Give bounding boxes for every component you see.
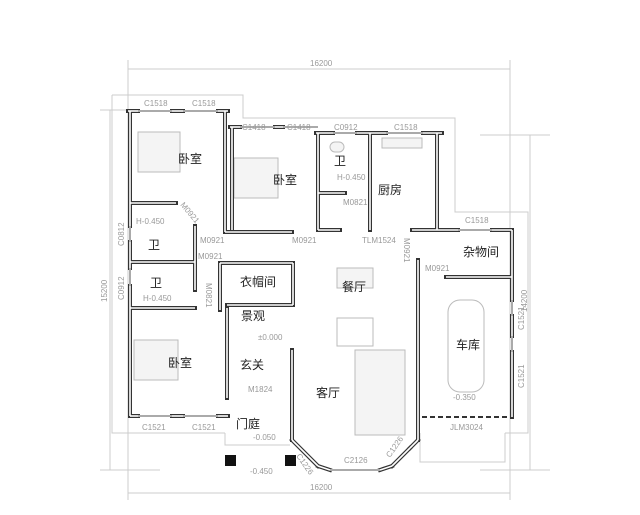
elevation-label: -0.350 (453, 393, 476, 402)
dimension-label: 16200 (310, 59, 333, 68)
door-label: M0921 (200, 236, 225, 245)
room-label: 厨房 (378, 182, 402, 197)
window-label: C0912 (334, 123, 358, 132)
stairs (336, 317, 374, 347)
room-label: 门庭 (236, 416, 260, 431)
window-label: C2126 (344, 456, 368, 465)
window-label: C1521 (142, 423, 166, 432)
toilet (329, 141, 345, 153)
dimension-label: 16200 (310, 483, 333, 492)
door-label: M0921 (198, 252, 223, 261)
door-label: M1824 (248, 385, 273, 394)
elevation-label: H-0.450 (337, 173, 366, 182)
room-label: 餐厅 (342, 279, 366, 294)
car (447, 299, 485, 393)
room-label: 玄关 (240, 357, 264, 372)
wall-inner (317, 465, 331, 471)
window-label: C1518 (144, 99, 168, 108)
elevation-label: H-0.450 (143, 294, 172, 303)
door-label: M0821 (343, 198, 368, 207)
room-label: 车库 (456, 337, 480, 352)
bed (233, 157, 279, 199)
window-label: C1518 (465, 216, 489, 225)
window-label: C1518 (192, 99, 216, 108)
window-label: C1521 (192, 423, 216, 432)
door-label: JLM3024 (450, 423, 483, 432)
door-label: M0821 (204, 283, 213, 308)
room-label: 卫 (148, 238, 160, 252)
elevation-label: -0.050 (253, 433, 276, 442)
dimension-label: 14200 (520, 289, 529, 312)
room-label: 客厅 (316, 385, 340, 400)
column (285, 455, 296, 466)
room-label: 卧室 (178, 151, 202, 166)
window-label: C1521 (517, 364, 526, 388)
door-label: TLM1524 (362, 236, 396, 245)
furniture (133, 131, 485, 436)
window-label: C1226 (294, 452, 315, 477)
bed (133, 339, 179, 381)
room-label: 卧室 (273, 172, 297, 187)
wall-inner (291, 439, 319, 467)
column (225, 455, 236, 466)
elevation-label: H-0.450 (136, 217, 165, 226)
door-label: M0921 (402, 238, 411, 263)
window-label: C0812 (117, 222, 126, 246)
window-label: C1521 (517, 306, 526, 330)
kitchen-counter (381, 137, 423, 149)
door-label: M0921 (292, 236, 317, 245)
dining-table (336, 267, 374, 289)
room-label: 卫 (150, 276, 162, 290)
room-label: 衣帽间 (240, 274, 276, 289)
sofa-set (354, 349, 406, 436)
dimension-lines (100, 60, 550, 500)
room-label: 卫 (334, 154, 346, 168)
dimension-label: 15200 (100, 279, 109, 302)
room-label: 卧室 (168, 355, 192, 370)
window-label: C1418 (242, 123, 266, 132)
elevation-label: ±0.000 (258, 333, 283, 342)
wall-inner (391, 447, 411, 467)
bed (137, 131, 181, 173)
window-label: C1418 (287, 123, 311, 132)
window-label: C0912 (117, 276, 126, 300)
door-label: M0921 (178, 201, 201, 226)
room-label: 景观 (241, 309, 265, 323)
window-label: C1518 (394, 123, 418, 132)
wall-inner (379, 465, 393, 471)
door-label: M0921 (425, 264, 450, 273)
wall-inner (409, 439, 419, 449)
elevation-label: -0.450 (250, 467, 273, 476)
room-label: 杂物间 (463, 245, 499, 259)
